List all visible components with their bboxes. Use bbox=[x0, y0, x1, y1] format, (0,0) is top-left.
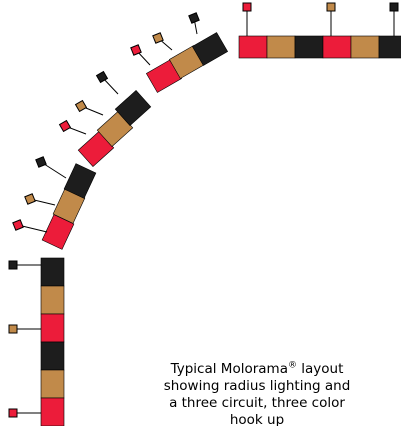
left-marker-gold bbox=[8, 324, 18, 334]
top-marker-gold bbox=[326, 2, 336, 12]
left-marker-red bbox=[8, 408, 18, 418]
caption-line-1: Typical Molorama® layout bbox=[126, 361, 388, 378]
caption-line-1-pre: Typical Molorama bbox=[170, 361, 288, 377]
left-marker-black bbox=[8, 260, 18, 270]
left-lamp-black bbox=[40, 257, 65, 287]
arc2-marker-black bbox=[95, 70, 109, 84]
top-marker-red bbox=[242, 2, 252, 12]
left-lamp-red bbox=[40, 397, 65, 426]
arc3-lamp-black bbox=[63, 163, 97, 199]
arc3-marker-red bbox=[12, 219, 24, 231]
top-lamp-gold bbox=[350, 35, 380, 59]
arc1-marker-red bbox=[130, 44, 142, 56]
left-lamp-black bbox=[40, 341, 65, 371]
left-lamp-gold bbox=[40, 369, 65, 399]
left-lamp-gold bbox=[40, 285, 65, 315]
caption-line-1-post: layout bbox=[296, 361, 344, 377]
caption-line-4: hook up bbox=[229, 412, 285, 426]
arc1-lamp-black bbox=[191, 32, 229, 66]
top-lamp-red bbox=[322, 35, 352, 59]
arc3-marker-gold bbox=[24, 193, 36, 205]
arc2-marker-gold bbox=[74, 99, 88, 113]
diagram-caption: Typical Molorama® layout showing radius … bbox=[126, 361, 388, 426]
top-lamp-black bbox=[294, 35, 324, 59]
top-marker-black bbox=[389, 2, 399, 12]
arc1-marker-gold bbox=[152, 32, 164, 44]
caption-line-2: showing radius lighting and bbox=[163, 378, 351, 394]
arc1-marker-black bbox=[188, 12, 200, 24]
arc3-marker-black bbox=[35, 156, 47, 168]
left-lamp-red bbox=[40, 313, 65, 343]
top-lamp-red bbox=[238, 35, 268, 59]
top-lamp-black bbox=[378, 35, 401, 59]
arc2-marker-red bbox=[58, 119, 72, 133]
top-lamp-gold bbox=[266, 35, 296, 59]
registered-mark: ® bbox=[287, 360, 297, 371]
arc2-lamp-black bbox=[114, 90, 152, 126]
caption-line-3: a three circuit, three color bbox=[169, 395, 345, 411]
